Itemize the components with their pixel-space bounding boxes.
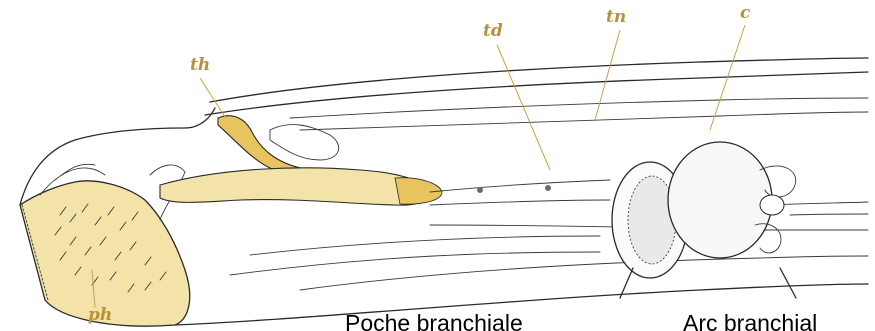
label-c: c [740,3,751,23]
label-poche-branchiale: Poche branchiale [345,310,523,331]
leader-th [200,78,225,117]
head-pharynx [20,108,215,326]
label-td: td [483,21,503,41]
label-ph: ph [88,305,112,325]
leader-tn [595,30,620,120]
leader-arc [780,268,796,298]
label-th: th [190,55,210,75]
label-tn: tn [606,7,626,27]
label-arc-branchial: Arc branchial [683,310,817,331]
td-canal [160,168,610,205]
